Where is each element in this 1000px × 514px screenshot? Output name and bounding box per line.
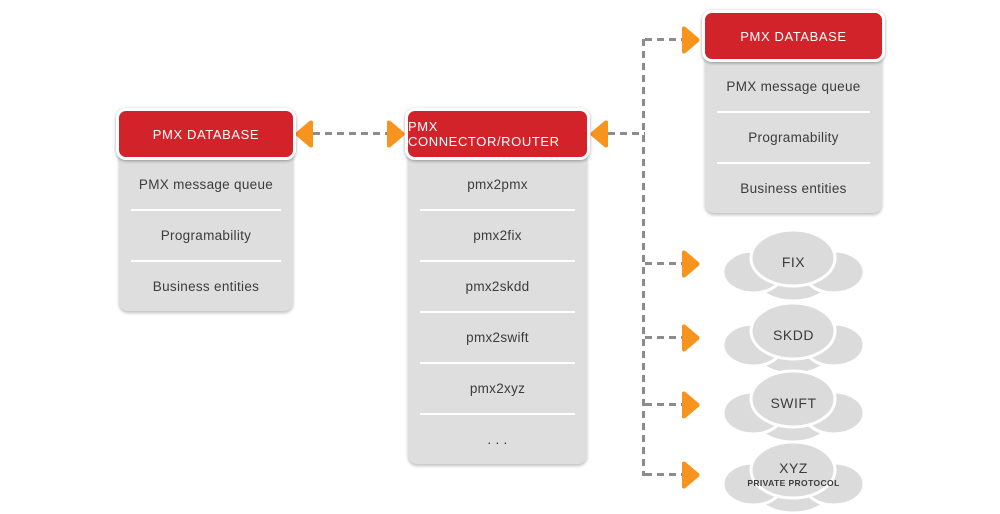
- cloud-swift: SWIFT: [721, 366, 866, 446]
- dashed-branch-xyz: [645, 473, 682, 476]
- arrow-left-icon: [590, 120, 608, 148]
- arrow-right-icon: [682, 324, 700, 352]
- left-database-item: PMX message queue: [138, 177, 274, 192]
- connector-item: pmx2swift: [466, 330, 529, 345]
- right-database-item: PMX message queue: [726, 79, 861, 94]
- dashed-branch-database: [645, 38, 682, 41]
- arrow-right-icon: [682, 461, 700, 489]
- arrow-left-icon: [295, 120, 313, 148]
- divider: [420, 413, 575, 415]
- connector-item: pmx2xyz: [469, 381, 526, 396]
- cloud-xyz: XYZ PRIVATE PROTOCOL: [721, 437, 866, 514]
- divider: [420, 260, 575, 262]
- divider: [131, 209, 281, 211]
- cloud-fix-label: FIX: [781, 254, 806, 270]
- dashed-branch-fix: [645, 262, 682, 265]
- divider: [717, 111, 870, 113]
- connector-router-body: pmx2pmx pmx2fix pmx2skdd pmx2swift pmx2x…: [408, 152, 587, 464]
- dashed-connector-router: [608, 132, 645, 135]
- left-database-item: Programability: [160, 228, 252, 243]
- arrow-right-icon: [682, 26, 700, 54]
- cloud-swift-label: SWIFT: [770, 395, 817, 411]
- arrow-right-icon: [682, 391, 700, 419]
- right-database-item: Business entities: [740, 181, 847, 196]
- right-database-title: PMX DATABASE: [702, 10, 885, 62]
- cloud-icon: [721, 440, 866, 514]
- connector-item-ellipsis: . . .: [487, 432, 508, 447]
- connector-router-title: PMX CONNECTOR/ROUTER: [405, 108, 590, 160]
- cloud-xyz-sublabel: PRIVATE PROTOCOL: [747, 478, 840, 488]
- connector-router-panel: PMX CONNECTOR/ROUTER pmx2pmx pmx2fix pmx…: [405, 108, 590, 464]
- cloud-icon: [721, 228, 866, 303]
- dashed-connector-left: [313, 132, 387, 135]
- cloud-icon: [721, 369, 866, 444]
- dashed-trunk: [642, 39, 645, 476]
- divider: [717, 162, 870, 164]
- cloud-skdd: SKDD: [721, 298, 866, 378]
- cloud-skdd-label: SKDD: [773, 327, 814, 343]
- divider: [131, 260, 281, 262]
- left-database-body: PMX message queue Programability Busines…: [119, 152, 293, 311]
- cloud-icon: [721, 301, 866, 376]
- divider: [420, 362, 575, 364]
- connector-item: pmx2skdd: [465, 279, 530, 294]
- cloud-fix: FIX: [721, 225, 866, 305]
- cloud-xyz-label: XYZ: [779, 460, 808, 476]
- left-database-item: Business entities: [152, 279, 260, 294]
- arrow-right-icon: [682, 250, 700, 278]
- arrow-right-icon: [387, 120, 405, 148]
- connector-item: pmx2pmx: [467, 177, 528, 192]
- dashed-branch-skdd: [645, 336, 682, 339]
- connector-item: pmx2fix: [473, 228, 522, 243]
- right-database-panel: PMX DATABASE PMX message queue Programab…: [702, 10, 885, 213]
- left-database-panel: PMX DATABASE PMX message queue Programab…: [116, 108, 296, 311]
- divider: [420, 311, 575, 313]
- divider: [420, 209, 575, 211]
- right-database-item: Programability: [748, 130, 839, 145]
- dashed-branch-swift: [645, 403, 682, 406]
- right-database-body: PMX message queue Programability Busines…: [705, 54, 882, 213]
- left-database-title: PMX DATABASE: [116, 108, 296, 160]
